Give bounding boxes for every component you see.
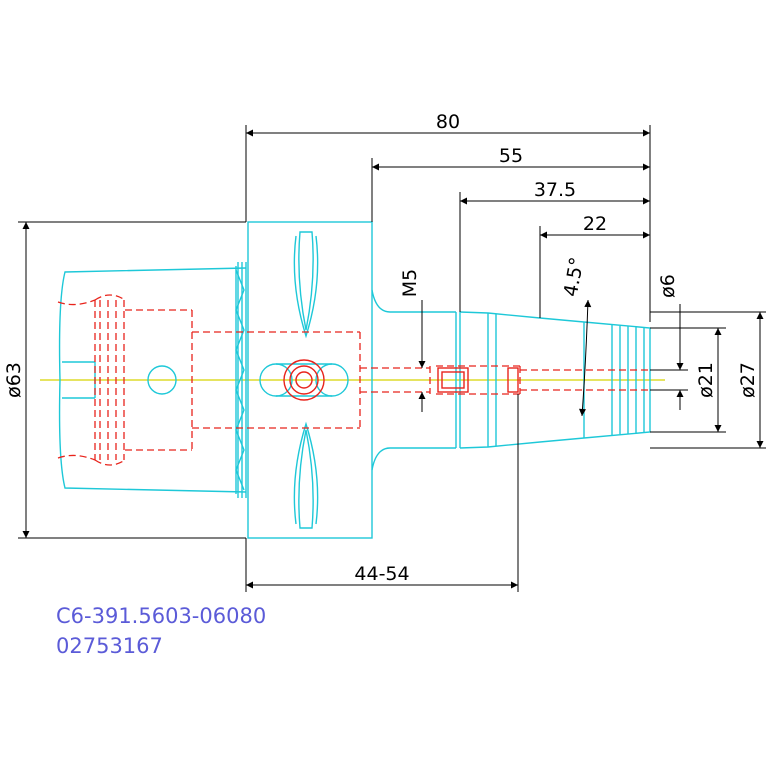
dim-80-label: 80	[436, 111, 460, 133]
dimension-lines	[18, 125, 766, 592]
dim-phi6-label: ø6	[657, 274, 679, 298]
dim-phi27-label: ø27	[737, 362, 759, 398]
part-number: C6-391.5603-06080	[56, 604, 266, 628]
part-code: 02753167	[56, 634, 163, 658]
dim-44-54-label: 44-54	[354, 563, 409, 585]
dim-22-label: 22	[583, 213, 607, 235]
tool-outline	[58, 221, 651, 539]
dim-37-5-label: 37.5	[534, 179, 576, 201]
hidden-lines	[57, 294, 650, 466]
dim-phi21-label: ø21	[695, 362, 717, 398]
dim-phi63-label: ø63	[3, 362, 25, 398]
dim-m5-label: M5	[399, 269, 421, 297]
dim-taper-angle-label: 4.5°	[560, 255, 589, 298]
dim-55-label: 55	[499, 145, 523, 167]
hidden-solid-details	[283, 359, 519, 401]
